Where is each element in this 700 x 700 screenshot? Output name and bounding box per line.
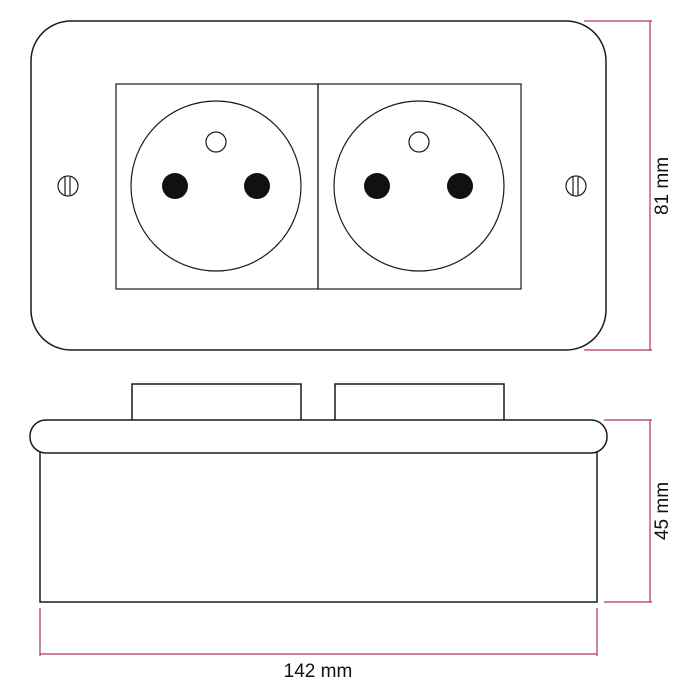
housing-body (39, 439, 598, 603)
earth-pin-right-icon (408, 131, 430, 153)
live-hole-left-icon (162, 173, 188, 199)
socket-right (317, 83, 522, 290)
plate-edge (29, 419, 608, 454)
socket-face-right (333, 100, 505, 272)
height-dimension: 81 mm (584, 20, 673, 351)
depth-dimension: 45 mm (604, 419, 673, 603)
width-dimension: 142 mm (39, 608, 598, 682)
height-dimension-label: 81 mm (652, 157, 673, 215)
live-hole-right-icon (364, 173, 390, 199)
left-screw-icon (57, 175, 79, 197)
width-dimension-label: 142 mm (284, 661, 353, 682)
neutral-hole-right-icon (447, 173, 473, 199)
depth-dimension-label: 45 mm (652, 482, 673, 540)
socket-face-left (130, 100, 302, 272)
socket-insert-right (334, 383, 505, 427)
neutral-hole-left-icon (244, 173, 270, 199)
socket-frame-right (317, 83, 522, 290)
side-view (29, 383, 608, 603)
socket-insert-left (131, 383, 302, 427)
earth-pin-left-icon (205, 131, 227, 153)
front-view (30, 20, 607, 351)
right-screw-icon (565, 175, 587, 197)
